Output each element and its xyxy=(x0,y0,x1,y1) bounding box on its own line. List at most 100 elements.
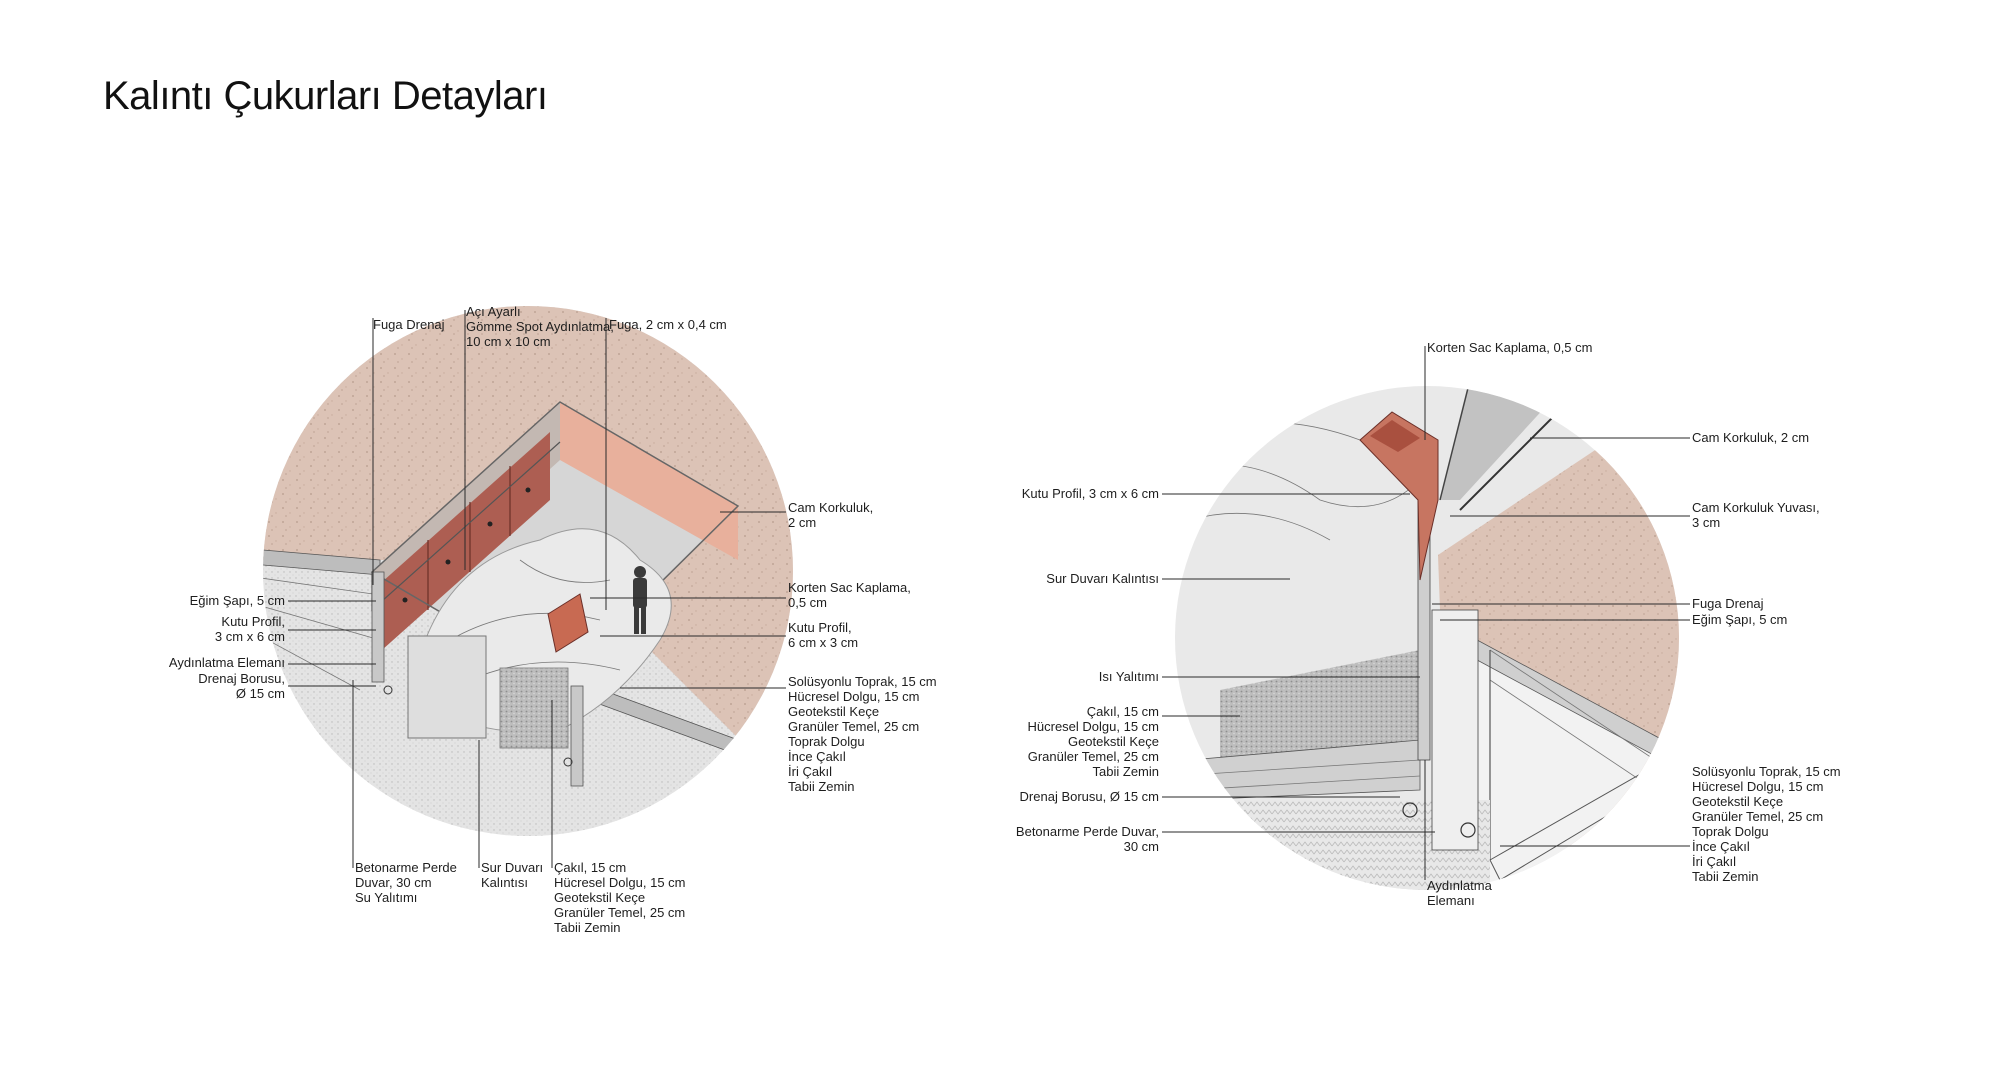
corten-plate xyxy=(1359,411,1439,581)
right-cam-korkuluk-yuvasi-line: Cam Korkuluk Yuvası, xyxy=(1692,500,1820,515)
human-figure xyxy=(633,566,647,634)
left-drenaj-borusu-label: Drenaj Borusu,Ø 15 cm xyxy=(198,671,285,701)
right-detail-labels: Korten Sac Kaplama, 0,5 cm Cam Korkuluk, … xyxy=(1016,340,1841,908)
left-aydinlatma-elemani-label: Aydınlatma Elemanı xyxy=(169,655,285,670)
left-cam-korkuluk-label: Cam Korkuluk,2 cm xyxy=(788,500,873,530)
right-katmanlar-sol-line: Çakıl, 15 cm xyxy=(1087,704,1159,719)
gravel-bed xyxy=(499,667,569,749)
left-katmanlar-alt-line: Geotekstil Keçe xyxy=(554,890,645,905)
left-fuga-line: Fuga, 2 cm x 0,4 cm xyxy=(609,317,727,332)
right-katmanlar-sag-line: Hücresel Dolgu, 15 cm xyxy=(1692,779,1824,794)
left-katmanlar-sag-line: Toprak Dolgu xyxy=(788,734,865,749)
right-katmanlar-sag-line: İri Çakıl xyxy=(1692,854,1736,869)
right-betonarme-perde-label: Betonarme Perde Duvar,30 cm xyxy=(1016,824,1159,854)
concrete-wall xyxy=(1431,609,1479,851)
corten-wall-light xyxy=(560,402,738,560)
left-aydinlatma-elemani-line: Aydınlatma Elemanı xyxy=(169,655,285,670)
left-sur-duvari-line: Kalıntısı xyxy=(481,875,528,890)
right-aydinlatma-elemani-line: Aydınlatma xyxy=(1427,878,1493,893)
left-aci-ayarli-spot-line: Gömme Spot Aydınlatma, xyxy=(466,319,614,334)
right-katmanlar-sol-line: Hücresel Dolgu, 15 cm xyxy=(1028,719,1160,734)
left-katmanlar-sag-line: İri Çakıl xyxy=(788,764,832,779)
right-sur-duvari-line: Sur Duvarı Kalıntısı xyxy=(1046,571,1159,586)
right-cam-korkuluk-yuvasi-line: 3 cm xyxy=(1692,515,1720,530)
right-katmanlar-sag-line: İnce Çakıl xyxy=(1692,839,1750,854)
right-katmanlar-sag-line: Tabii Zemin xyxy=(1692,869,1758,884)
left-korten-sac-line: 0,5 cm xyxy=(788,595,827,610)
right-betonarme-perde-line: 30 cm xyxy=(1124,839,1159,854)
left-katmanlar-sag-line: Granüler Temel, 25 cm xyxy=(788,719,919,734)
right-cam-korkuluk-line: Cam Korkuluk, 2 cm xyxy=(1692,430,1809,445)
left-kutu-profil-6x3-line: 6 cm x 3 cm xyxy=(788,635,858,650)
left-fuga-drenaj-label: Fuga Drenaj xyxy=(373,317,445,332)
left-egim-sapi-label: Eğim Şapı, 5 cm xyxy=(190,593,285,608)
left-drenaj-borusu-line: Ø 15 cm xyxy=(236,686,285,701)
left-katmanlar-sag-line: Solüsyonlu Toprak, 15 cm xyxy=(788,674,937,689)
left-kutu-profil-6x3-line: Kutu Profil, xyxy=(788,620,852,635)
right-kutu-profil-label: Kutu Profil, 3 cm x 6 cm xyxy=(1022,486,1159,501)
left-aci-ayarli-spot-line: 10 cm x 10 cm xyxy=(466,334,551,349)
right-isi-yalitimi-line: Isı Yalıtımı xyxy=(1099,669,1159,684)
right-korten-sac-label: Korten Sac Kaplama, 0,5 cm xyxy=(1427,340,1592,355)
right-sur-duvari-label: Sur Duvarı Kalıntısı xyxy=(1046,571,1159,586)
right-betonarme-perde-line: Betonarme Perde Duvar, xyxy=(1016,824,1159,839)
corten-wall xyxy=(382,432,550,650)
right-fuga-drenaj-label: Fuga Drenaj xyxy=(1692,596,1764,611)
right-korten-sac-line: Korten Sac Kaplama, 0,5 cm xyxy=(1427,340,1592,355)
left-kutu-profil-6x3-label: Kutu Profil,6 cm x 3 cm xyxy=(788,620,858,650)
left-kutu-profil-3x6-label: Kutu Profil,3 cm x 6 cm xyxy=(215,614,285,644)
right-isi-yalitimi-label: Isı Yalıtımı xyxy=(1099,669,1159,684)
left-katmanlar-sag-line: Geotekstil Keçe xyxy=(788,704,879,719)
info-plate xyxy=(547,593,589,653)
right-kutu-profil-line: Kutu Profil, 3 cm x 6 cm xyxy=(1022,486,1159,501)
left-katmanlar-sag-line: Tabii Zemin xyxy=(788,779,854,794)
right-katmanlar-sag-line: Geotekstil Keçe xyxy=(1692,794,1783,809)
right-katmanlar-sol-line: Granüler Temel, 25 cm xyxy=(1028,749,1159,764)
left-drenaj-borusu-line: Drenaj Borusu, xyxy=(198,671,285,686)
left-cam-korkuluk-line: 2 cm xyxy=(788,515,816,530)
left-betonarme-perde-line: Betonarme Perde xyxy=(355,860,457,875)
left-katmanlar-sag-line: İnce Çakıl xyxy=(788,749,846,764)
page-title: Kalıntı Çukurları Detayları xyxy=(103,74,548,118)
right-egim-sapi-line: Eğim Şapı, 5 cm xyxy=(1692,612,1787,627)
right-fuga-drenaj-line: Fuga Drenaj xyxy=(1692,596,1764,611)
left-betonarme-perde-line: Duvar, 30 cm xyxy=(355,875,432,890)
right-detail-drawing xyxy=(1175,386,1679,890)
left-fuga-drenaj-line: Fuga Drenaj xyxy=(373,317,445,332)
left-aci-ayarli-spot-line: Açı Ayarlı xyxy=(466,304,521,319)
left-katmanlar-alt-line: Granüler Temel, 25 cm xyxy=(554,905,685,920)
right-cam-korkuluk-label: Cam Korkuluk, 2 cm xyxy=(1692,430,1809,445)
right-katmanlar-sol-line: Geotekstil Keçe xyxy=(1068,734,1159,749)
left-kutu-profil-3x6-line: 3 cm x 6 cm xyxy=(215,629,285,644)
left-korten-sac-line: Korten Sac Kaplama, xyxy=(788,580,911,595)
right-egim-sapi-label: Eğim Şapı, 5 cm xyxy=(1692,612,1787,627)
right-drenaj-borusu-line: Drenaj Borusu, Ø 15 cm xyxy=(1020,789,1159,804)
right-katmanlar-sag-line: Granüler Temel, 25 cm xyxy=(1692,809,1823,824)
right-cam-korkuluk-yuvasi-label: Cam Korkuluk Yuvası,3 cm xyxy=(1692,500,1820,530)
left-egim-sapi-line: Eğim Şapı, 5 cm xyxy=(190,593,285,608)
left-fuga-label: Fuga, 2 cm x 0,4 cm xyxy=(609,317,727,332)
right-katmanlar-sol-line: Tabii Zemin xyxy=(1093,764,1159,779)
right-aydinlatma-elemani-line: Elemanı xyxy=(1427,893,1475,908)
left-katmanlar-sag-line: Hücresel Dolgu, 15 cm xyxy=(788,689,920,704)
right-katmanlar-sag-line: Toprak Dolgu xyxy=(1692,824,1769,839)
left-katmanlar-alt-line: Tabii Zemin xyxy=(554,920,620,935)
right-drenaj-borusu-label: Drenaj Borusu, Ø 15 cm xyxy=(1020,789,1159,804)
left-kutu-profil-3x6-line: Kutu Profil, xyxy=(221,614,285,629)
left-betonarme-perde-line: Su Yalıtımı xyxy=(355,890,417,905)
left-sur-duvari-line: Sur Duvarı xyxy=(481,860,543,875)
left-detail-drawing xyxy=(263,306,793,836)
left-katmanlar-alt-line: Çakıl, 15 cm xyxy=(554,860,626,875)
left-katmanlar-alt-line: Hücresel Dolgu, 15 cm xyxy=(554,875,686,890)
left-korten-sac-label: Korten Sac Kaplama,0,5 cm xyxy=(788,580,911,610)
